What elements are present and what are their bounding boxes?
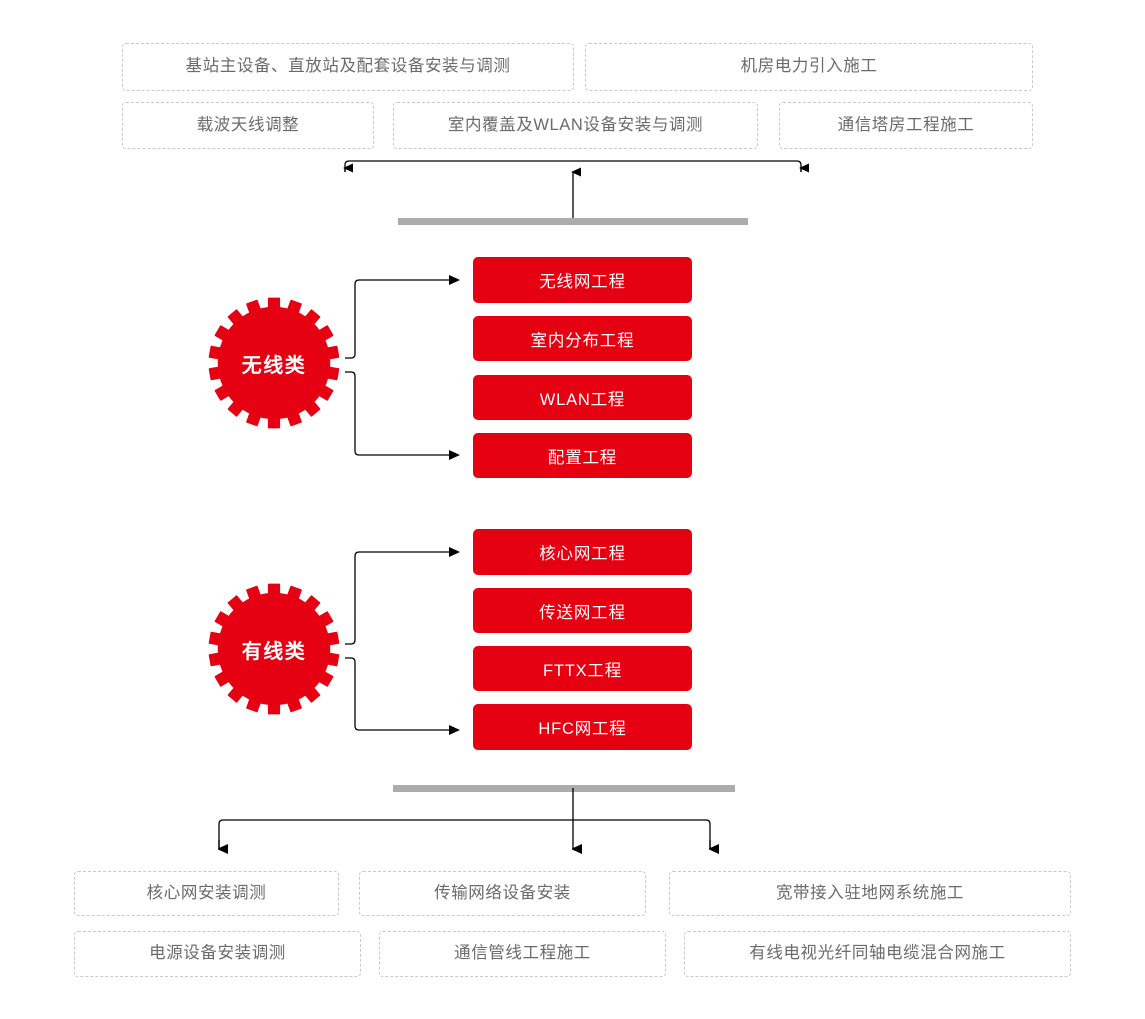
bottom-box-2-label: 传输网络设备安装: [434, 883, 571, 902]
top-box-1[interactable]: 基站主设备、直放站及配套设备安装与调测: [122, 43, 574, 91]
gear-icon: [208, 583, 340, 715]
wired-item-2[interactable]: 传送网工程: [473, 588, 692, 633]
wireless-item-3-label: WLAN工程: [539, 390, 626, 409]
top-divider-bar: [398, 218, 748, 225]
top-box-4-label: 室内覆盖及WLAN设备安装与调测: [447, 115, 704, 134]
wireless-item-4-label: 配置工程: [547, 448, 618, 467]
top-box-5[interactable]: 通信塔房工程施工: [779, 102, 1033, 149]
wired-item-3[interactable]: FTTX工程: [473, 646, 692, 691]
top-box-2-label: 机房电力引入施工: [740, 57, 878, 76]
bottom-box-6-label: 有线电视光纤同轴电缆混合网施工: [749, 944, 1006, 963]
wired-item-1-label: 核心网工程: [539, 545, 626, 563]
bottom-box-1[interactable]: 核心网安装调测: [74, 871, 339, 916]
gear-icon: [208, 297, 340, 429]
bottom-box-5-label: 通信管线工程施工: [454, 944, 591, 963]
category-wired-gear[interactable]: 有线类: [198, 573, 350, 725]
bottom-box-6[interactable]: 有线电视光纤同轴电缆混合网施工: [684, 931, 1071, 977]
wireless-item-2-label: 室内分布工程: [530, 331, 635, 350]
wireless-item-3[interactable]: WLAN工程: [473, 375, 692, 420]
bottom-box-5[interactable]: 通信管线工程施工: [379, 931, 666, 977]
top-box-4[interactable]: 室内覆盖及WLAN设备安装与调测: [393, 102, 758, 149]
category-wireless-gear[interactable]: 无线类: [198, 287, 350, 439]
bottom-box-1-label: 核心网安装调测: [146, 883, 267, 902]
wired-item-3-label: FTTX工程: [542, 661, 623, 680]
top-box-3[interactable]: 载波天线调整: [122, 102, 374, 149]
wireless-item-4[interactable]: 配置工程: [473, 433, 692, 478]
wireless-item-1-label: 无线网工程: [539, 273, 626, 291]
top-box-2[interactable]: 机房电力引入施工: [585, 43, 1033, 91]
top-box-3-label: 载波天线调整: [196, 115, 300, 134]
wireless-item-1[interactable]: 无线网工程: [473, 257, 692, 303]
bottom-box-4-label: 电源设备安装调测: [149, 944, 286, 963]
wireless-item-2[interactable]: 室内分布工程: [473, 316, 692, 361]
bottom-box-3-label: 宽带接入驻地网系统施工: [775, 883, 965, 902]
bottom-divider-bar: [393, 785, 735, 792]
bottom-box-4[interactable]: 电源设备安装调测: [74, 931, 361, 977]
bottom-box-2[interactable]: 传输网络设备安装: [359, 871, 646, 916]
wired-item-1[interactable]: 核心网工程: [473, 529, 692, 575]
top-box-5-label: 通信塔房工程施工: [837, 115, 975, 134]
wired-item-2-label: 传送网工程: [539, 603, 626, 622]
wired-item-4[interactable]: HFC网工程: [473, 704, 692, 750]
bottom-box-3[interactable]: 宽带接入驻地网系统施工: [669, 871, 1071, 916]
top-box-1-label: 基站主设备、直放站及配套设备安装与调测: [185, 57, 511, 76]
wired-item-4-label: HFC网工程: [538, 720, 627, 738]
